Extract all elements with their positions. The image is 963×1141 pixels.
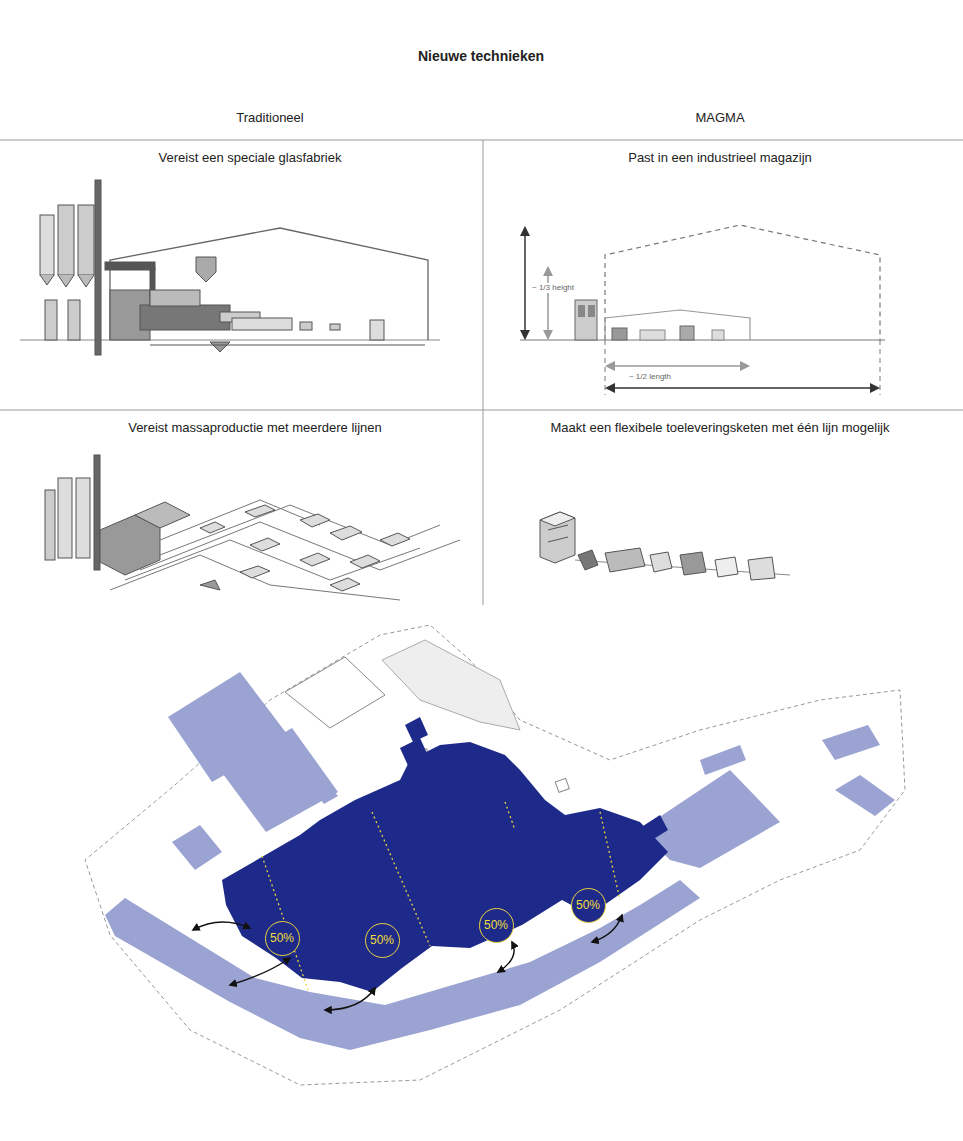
dimension-label: ~ 1/3 height [532,283,574,293]
percentage-text: 50% [270,931,294,945]
diagram-title: Nieuwe technieken [418,48,544,64]
row-caption: Vereist massaproductie met meerdere lijn… [95,420,415,436]
percentage-circle: 50% [571,888,606,923]
percentage-circle: 50% [479,908,514,943]
row-caption: Past in een industrieel magazijn [628,150,812,166]
percentage-circle: 50% [265,921,300,956]
column-header: MAGMA [695,110,744,126]
percentage-circle: 50% [365,923,400,958]
row-caption: Maakt een flexibele toeleveringsketen me… [540,420,900,436]
column-header: Traditioneel [236,110,303,126]
percentage-text: 50% [484,918,508,932]
percentage-text: 50% [576,898,600,912]
percentage-text: 50% [370,933,394,947]
row-caption: Vereist een speciale glasfabriek [159,150,342,166]
dimension-label: ~ 1/2 length [629,372,671,382]
